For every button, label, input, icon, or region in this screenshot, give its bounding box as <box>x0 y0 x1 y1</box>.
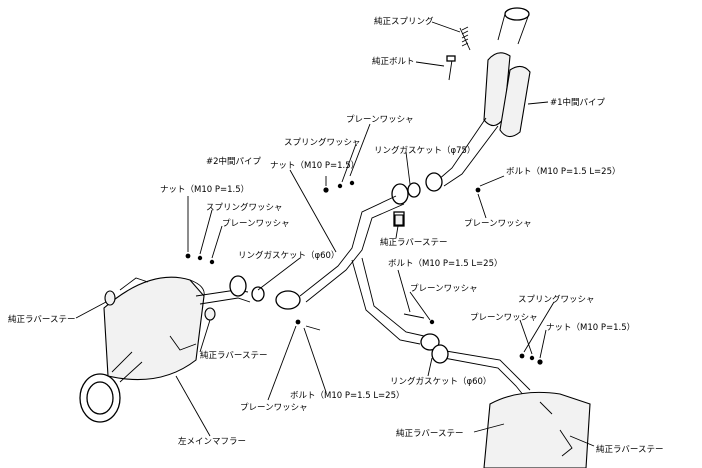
label-plain-washer-left: プレーンワッシャ <box>222 219 290 229</box>
label-bolt-center: ボルト（M10 P=1.5 L=25） <box>388 258 503 269</box>
label-plain-washer-bottom: プレーンワッシャ <box>240 403 308 413</box>
label-oem-rubber-stay-left2: 純正ラバーステー <box>200 350 268 361</box>
label-ring-gasket-60-bottom: リングガスケット（φ60） <box>390 376 491 387</box>
left-muffler <box>79 275 265 423</box>
gasket-75-part <box>391 182 421 205</box>
label-nut-top: ナット（M10 P=1.5） <box>270 160 359 171</box>
oem-bolt-part <box>446 55 456 81</box>
label-plain-washer-right: プレーンワッシャ <box>464 219 532 229</box>
label-oem-bolt: 純正ボルト <box>372 56 415 67</box>
label-ring-gasket-75: リングガスケット（φ75） <box>374 145 475 156</box>
label-spring-washer-left: スプリングワッシャ <box>206 202 283 213</box>
label-spring-washer-top: スプリングワッシャ <box>284 137 361 148</box>
label-oem-rubber-stay-center: 純正ラバーステー <box>380 237 448 248</box>
label-mid-pipe-1: #1中間パイプ <box>550 97 606 108</box>
label-bolt-bottom: ボルト（M10 P=1.5 L=25） <box>290 390 405 401</box>
right-muffler <box>431 344 591 468</box>
rubber-stay-left-part <box>104 277 149 306</box>
label-nut-left: ナット（M10 P=1.5） <box>160 184 249 195</box>
rubber-stay-center-part <box>394 214 404 226</box>
label-plain-washer-center: プレーンワッシャ <box>410 284 478 294</box>
mid-pipe-2 <box>275 195 440 351</box>
label-oem-rubber-stay-bottom: 純正ラバーステー <box>396 428 464 439</box>
label-mid-pipe-2: #2中間パイプ <box>206 156 262 167</box>
label-oem-rubber-stay-left: 純正ラバーステー <box>8 314 76 325</box>
label-left-main-muffler: 左メインマフラー <box>178 436 246 447</box>
oem-spring-part <box>459 26 471 51</box>
label-oem-rubber-stay-bottom-right: 純正ラバーステー <box>596 444 664 455</box>
label-bolt-right: ボルト（M10 P=1.5 L=25） <box>506 166 621 177</box>
mid-pipe-1 <box>425 7 531 192</box>
label-ring-gasket-60-left: リングガスケット（φ60） <box>238 250 339 261</box>
label-oem-spring: 純正スプリング <box>374 16 434 27</box>
label-plain-washer-top: プレーンワッシャ <box>346 115 414 125</box>
leader-lines <box>75 21 595 447</box>
label-nut-right2: ナット（M10 P=1.5） <box>546 322 635 333</box>
label-plain-washer-right2: プレーンワッシャ <box>470 313 538 323</box>
label-spring-washer-right2: スプリングワッシャ <box>518 294 595 305</box>
